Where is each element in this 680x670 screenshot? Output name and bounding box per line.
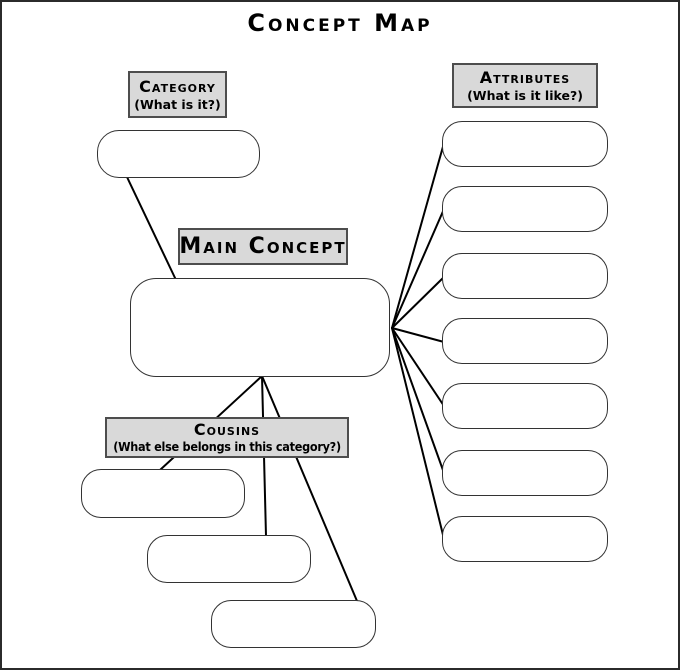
connector-main-to-attribute-6: [391, 327, 445, 474]
attribute-node-box-3: [442, 253, 608, 299]
main-concept-label: Main Concept: [178, 228, 348, 265]
connector-main-to-cousin-3: [261, 375, 358, 602]
main-concept-heading: Main Concept: [179, 233, 347, 259]
cousins-heading: Cousins: [193, 420, 261, 439]
attribute-node-box-5: [442, 383, 608, 429]
connector-main-to-attribute-1: [391, 142, 445, 329]
connector-main-to-attribute-4: [391, 327, 445, 343]
attributes-label: Attributes (What is it like?): [452, 63, 598, 108]
cousin-node-box-3: [211, 600, 376, 648]
attribute-node-box-2: [442, 186, 608, 232]
attributes-question: (What is it like?): [467, 87, 583, 103]
connector-main-to-attribute-2: [391, 208, 445, 329]
main-concept-node-box: [130, 278, 390, 377]
connector-main-to-attribute-7: [391, 327, 445, 540]
page-title: Concept Map: [247, 9, 433, 37]
category-node-box: [97, 130, 260, 178]
category-label: Category (What is it?): [128, 71, 227, 118]
attribute-node-box-7: [442, 516, 608, 562]
attribute-node-box-4: [442, 318, 608, 364]
connector-category-to-main: [126, 176, 177, 281]
attribute-node-box-1: [442, 121, 608, 167]
cousin-node-box-1: [81, 469, 245, 518]
cousins-label: Cousins (What else belongs in this categ…: [105, 417, 349, 458]
attributes-heading: Attributes: [479, 67, 571, 87]
category-question: (What is it?): [134, 96, 221, 112]
attribute-node-box-6: [442, 450, 608, 496]
connector-main-to-attribute-3: [391, 276, 445, 329]
connector-main-to-attribute-5: [391, 327, 445, 407]
cousin-node-box-2: [147, 535, 311, 583]
cousins-question: (What else belongs in this category?): [113, 440, 341, 454]
category-heading: Category: [139, 76, 216, 96]
